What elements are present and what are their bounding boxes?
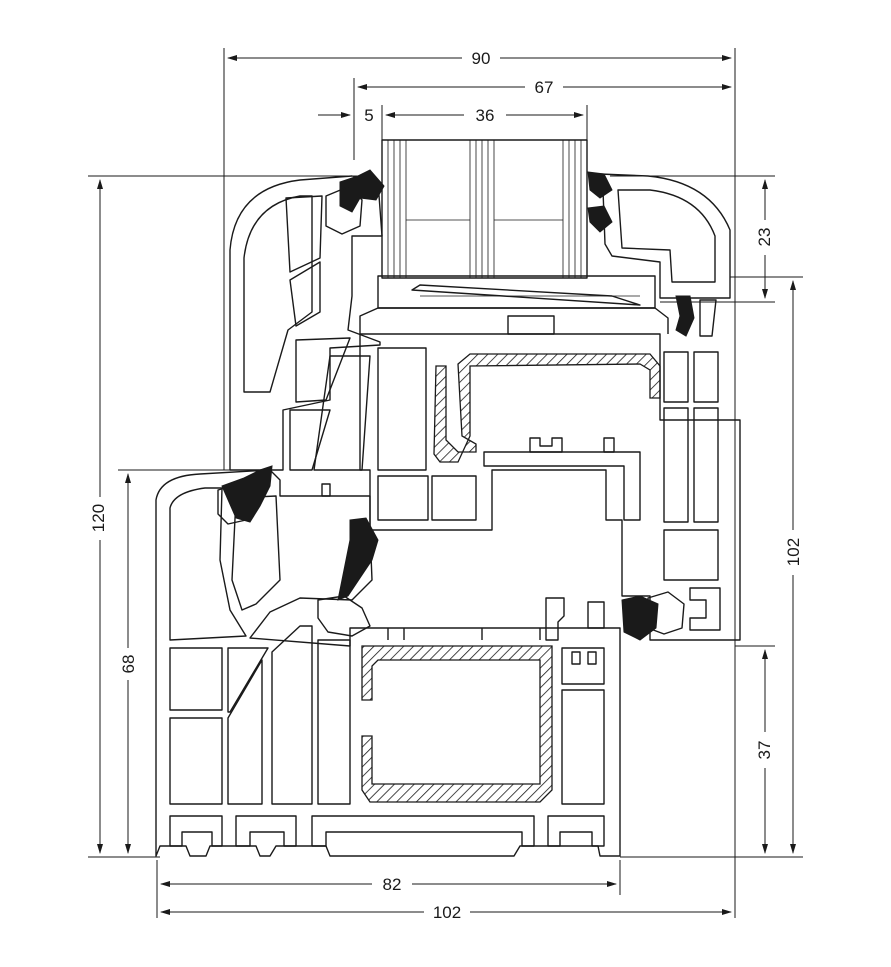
dim-label-overall-width-bottom: 102 — [433, 903, 461, 922]
sash-profile — [229, 169, 741, 641]
dim-label-overall-height: 120 — [89, 504, 108, 532]
glazing-bead — [587, 171, 731, 299]
dim-label-right-height: 102 — [784, 538, 803, 566]
dim-label-bead-height: 23 — [755, 228, 774, 247]
glazing-block — [377, 275, 656, 309]
glazing-unit — [381, 139, 588, 279]
dimension-lines — [88, 48, 803, 918]
dim-label-lower-right-height: 37 — [755, 741, 774, 760]
frame-profile — [155, 465, 621, 857]
dim-label-frame-depth: 82 — [383, 875, 402, 894]
dim-label-glazing-thickness: 36 — [476, 106, 495, 125]
dim-label-glass-offset: 5 — [364, 106, 373, 125]
dim-label-frame-height: 68 — [119, 655, 138, 674]
dim-label-sash-width: 67 — [535, 78, 554, 97]
dim-label-overall-width-top: 90 — [472, 49, 491, 68]
dimension-labels: 90 67 5 36 23 120 68 102 37 82 102 — [89, 49, 803, 922]
